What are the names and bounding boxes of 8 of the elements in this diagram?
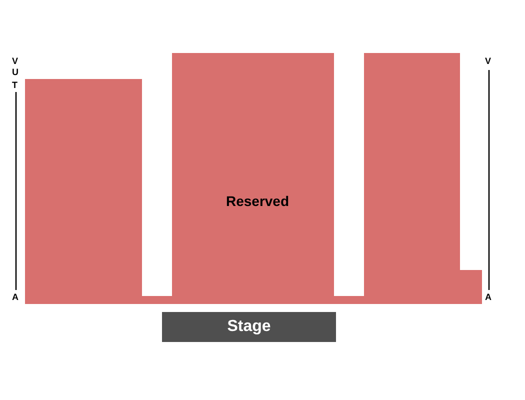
stage-block: Stage xyxy=(162,312,336,342)
row-letter: V xyxy=(12,57,18,66)
row-letter: V xyxy=(485,57,492,66)
row-letter: A xyxy=(12,293,18,302)
row-letter: U xyxy=(12,68,18,77)
row-letter: T xyxy=(12,81,18,90)
section-label: Reserved xyxy=(226,193,290,209)
row-letter: A xyxy=(485,293,492,302)
